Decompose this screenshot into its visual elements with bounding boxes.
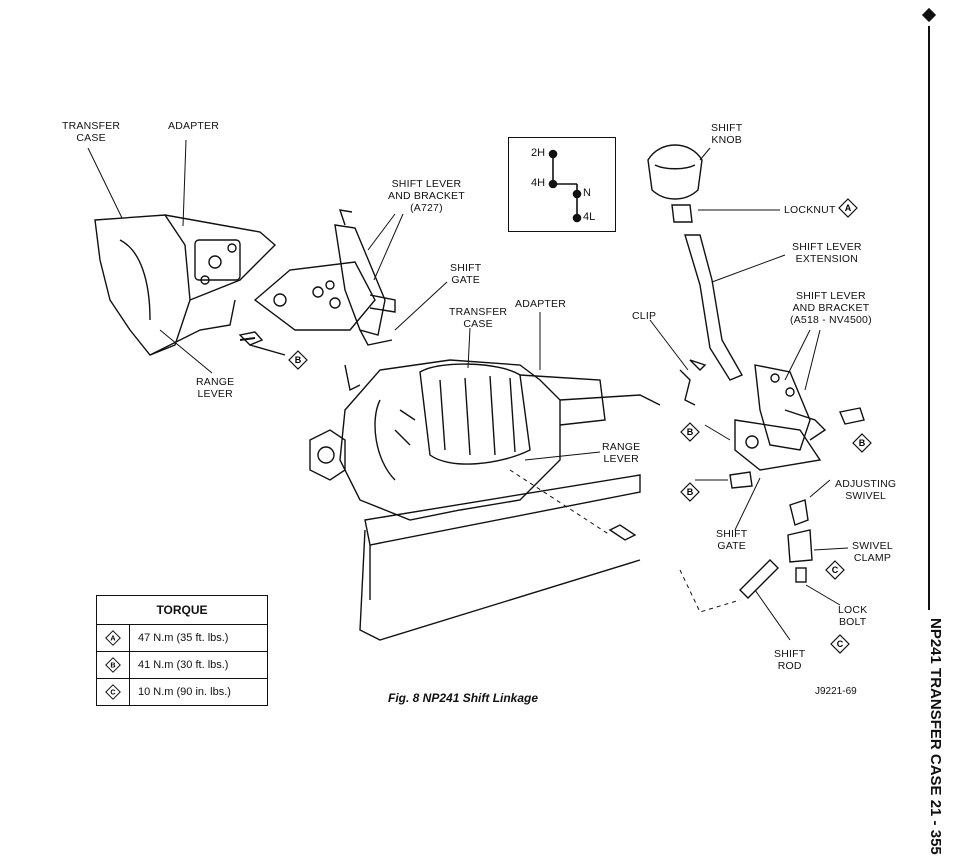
shift-linkage-illustration: A B B B B C C [87,139,872,654]
badge-b-bracket: B [852,433,872,453]
badge-b-clip: B [680,422,700,442]
torque-symbol-a: A [96,624,130,652]
svg-text:A: A [845,203,852,213]
shift-pattern-diagram: 2H 4H N 4L [508,137,616,232]
shift-pattern-lines [548,149,582,223]
adapter-center [519,374,606,426]
label-adapter-left: ADAPTER [168,120,219,132]
torque-symbol-b: B [96,651,130,679]
transfer-case-center-outline [339,359,561,521]
shift-pattern-n: N [583,187,591,199]
svg-text:C: C [110,688,115,697]
shift-pattern-2h: 2H [531,147,546,159]
label-adapter-center: ADAPTER [515,298,566,310]
badge-b-gate: B [680,482,700,502]
svg-text:B: B [110,661,115,670]
badge-b-icon: B [105,657,121,673]
shift-lever-a727 [334,224,386,336]
table-row: A 47 N.m (35 ft. lbs.) [96,624,268,652]
label-clip: CLIP [632,310,657,322]
badge-b-left: B [288,350,308,370]
badge-a-locknut: A [838,198,858,218]
badge-c-icon: C [105,684,121,700]
svg-text:B: B [295,355,302,365]
shift-lever-extension-shape [684,234,744,381]
table-row: B 41 N.m (30 ft. lbs.) [96,651,268,679]
svg-text:C: C [837,639,844,649]
torque-value-a: 47 N.m (35 ft. lbs.) [129,624,268,652]
frame-rail [364,474,641,546]
torque-value-c: 10 N.m (90 in. lbs.) [129,678,268,706]
figure-id: J9221-69 [815,686,857,697]
svg-text:B: B [859,438,866,448]
svg-text:C: C [832,565,839,575]
torque-table-title: TORQUE [96,595,268,625]
figure-caption: Fig. 8 NP241 Shift Linkage [388,691,539,705]
svg-text:B: B [687,487,694,497]
shift-knob-shape [647,144,703,200]
torque-value-b: 41 N.m (30 ft. lbs.) [129,651,268,679]
transfer-case-left-outline [94,214,191,356]
torque-symbol-c: C [96,678,130,706]
shift-lever-bracket-right [754,364,811,451]
svg-text:B: B [687,427,694,437]
table-row: C 10 N.m (90 in. lbs.) [96,678,268,706]
label-locknut: LOCKNUT [784,204,836,216]
badge-a-icon: A [105,630,121,646]
shift-pattern-4h: 4H [531,177,546,189]
badge-c-swivel: C [825,560,845,580]
shift-gate-left [253,261,376,331]
badge-c-lockbolt: C [830,634,850,654]
torque-table: TORQUE A 47 N.m (35 ft. lbs.) B 41 N.m (… [96,595,268,706]
shift-pattern-4l: 4L [583,211,596,223]
svg-text:A: A [110,634,115,643]
page-side-rule [928,26,930,696]
page-side-header: NP241 TRANSFER CASE 21 - 355 [927,610,944,863]
